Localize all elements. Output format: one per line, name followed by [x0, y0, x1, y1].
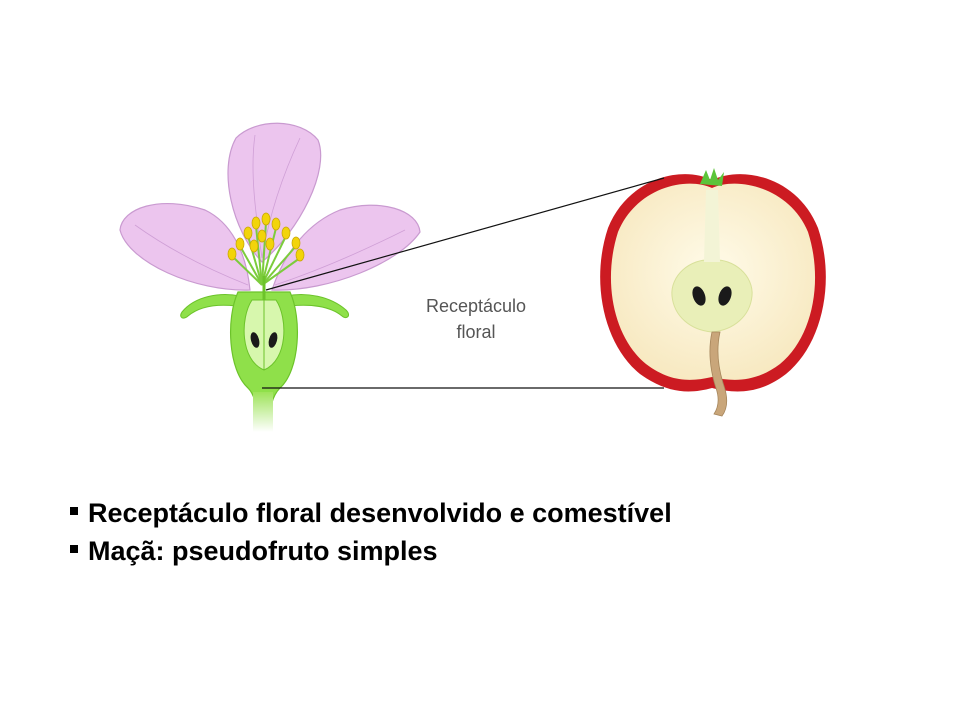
apple-calyx — [700, 168, 724, 186]
stem — [253, 392, 273, 432]
petal-center — [227, 122, 322, 263]
bullet-list: Receptáculo floral desenvolvido e comest… — [70, 494, 672, 570]
bullet-text: Receptáculo floral desenvolvido e comest… — [88, 498, 672, 528]
flower-cross-section — [119, 122, 421, 432]
bullet-text: Maçã: pseudofruto simples — [88, 536, 438, 566]
square-bullet-icon — [70, 545, 78, 553]
bullet-item: Receptáculo floral desenvolvido e comest… — [70, 494, 672, 532]
apple-seed-right — [718, 286, 732, 306]
apple-seed-left — [692, 286, 706, 306]
flower-apple-diagram: Receptáculo floral — [119, 122, 826, 432]
apple-cross-section — [600, 168, 826, 417]
sepal-left — [180, 294, 241, 319]
stamens — [231, 221, 301, 286]
bullet-item: Maçã: pseudofruto simples — [70, 532, 672, 570]
petal-left — [119, 202, 251, 291]
ovule-right — [268, 332, 278, 348]
apple-stalk — [709, 331, 728, 417]
square-bullet-icon — [70, 507, 78, 515]
sepal-right — [285, 294, 349, 319]
connector-line-top — [265, 177, 665, 291]
receptacle-label-line1: Receptáculo — [426, 296, 526, 316]
ovule-left — [250, 332, 260, 348]
receptacle-label-line2: floral — [456, 322, 495, 342]
anthers — [227, 212, 305, 262]
petal-right — [271, 204, 421, 291]
